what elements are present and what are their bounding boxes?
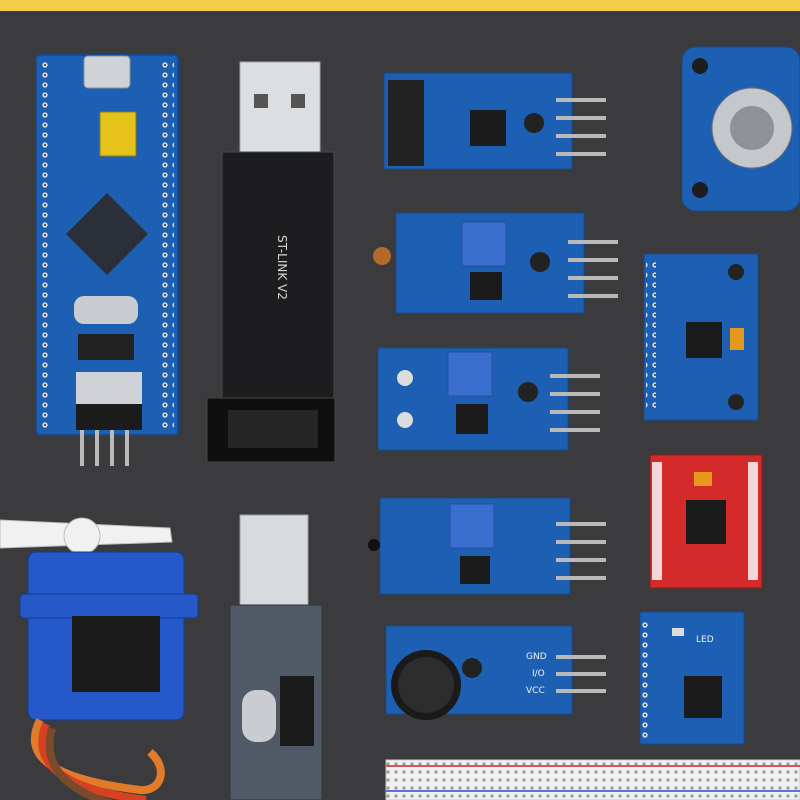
rotary-encoder-module [681, 46, 800, 212]
sensor-module-4 [368, 497, 606, 595]
stlink-label: ST-LINK V2 [275, 235, 289, 300]
usb-ttl-adapter [229, 514, 323, 800]
gyro-module [643, 253, 759, 421]
led-label: LED [696, 635, 714, 645]
buzzer-module [385, 625, 606, 720]
st-link-programmer [206, 61, 336, 463]
buzzer-pin-vcc: VCC [526, 686, 545, 696]
top-banner [0, 0, 800, 11]
buzzer-pin-io: I/O [532, 669, 545, 679]
servo-motor [0, 517, 199, 800]
stm32-board [35, 54, 179, 466]
breadboard [385, 759, 800, 800]
small-blue-module [639, 611, 745, 745]
ir-sensor-module [383, 72, 606, 170]
light-sensor-module [373, 212, 618, 314]
buzzer-pin-gnd: GND [526, 652, 547, 662]
red-driver-module [649, 454, 763, 589]
sensor-module-3 [377, 347, 600, 451]
